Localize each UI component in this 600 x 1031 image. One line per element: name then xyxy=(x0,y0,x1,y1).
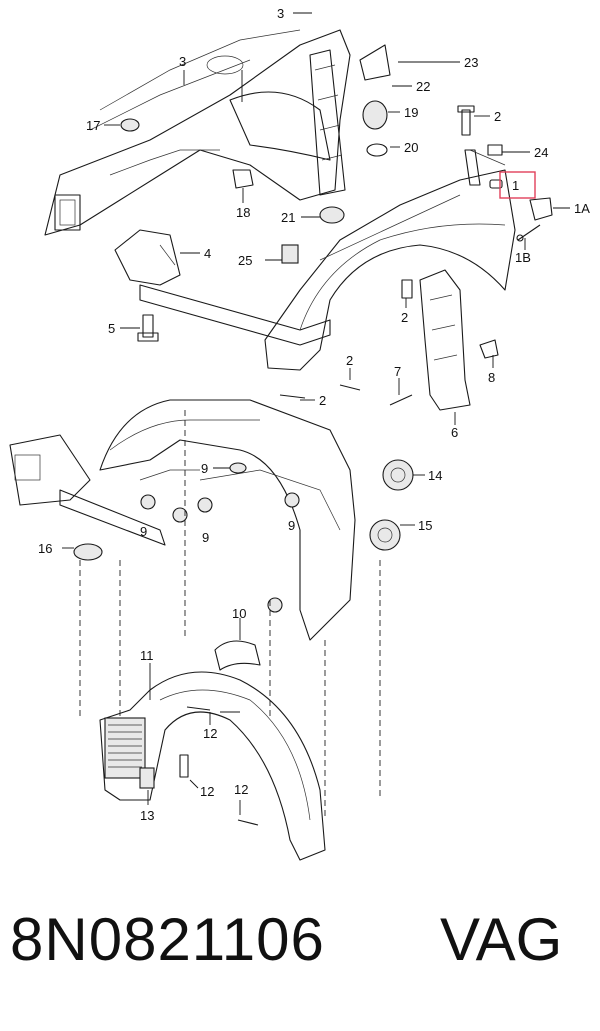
grommet-14 xyxy=(382,459,414,491)
callout-24: 24 xyxy=(534,145,548,160)
part-number: 8N0821106 xyxy=(10,906,325,973)
leader-lines xyxy=(62,12,570,815)
callout-20: 20 xyxy=(404,140,418,155)
callout-12-c: 12 xyxy=(234,782,248,797)
plug-21 xyxy=(319,206,345,224)
callout-13: 13 xyxy=(140,808,154,823)
callout-9-d: 9 xyxy=(288,518,295,533)
callout-9-b: 9 xyxy=(140,524,147,539)
callout-10: 10 xyxy=(232,606,246,621)
callout-11: 11 xyxy=(140,648,154,663)
callout-5: 5 xyxy=(108,321,115,336)
callout-17: 17 xyxy=(86,118,100,133)
callout-15: 15 xyxy=(418,518,432,533)
callout-2-mid: 2 xyxy=(401,310,408,325)
bolt-2-mid xyxy=(401,279,413,299)
screws-12 xyxy=(179,706,259,826)
callout-6: 6 xyxy=(451,425,458,440)
callout-22: 22 xyxy=(416,79,430,94)
parts-exploded-diagram: 1 1A 1B 2 2 2 2 2 3 3 4 5 6 7 8 9 9 9 9 … xyxy=(9,6,590,861)
callout-labels: 1 1A 1B 2 2 2 2 2 3 3 4 5 6 7 8 9 9 9 9 … xyxy=(38,6,590,823)
assembly-guide-lines xyxy=(79,410,381,820)
cover-22 xyxy=(359,44,391,81)
callout-16: 16 xyxy=(38,541,52,556)
callout-12-b: 12 xyxy=(200,784,214,799)
front-fender xyxy=(264,149,516,371)
bolt-5 xyxy=(137,314,159,342)
cap-19 xyxy=(362,100,388,130)
bolt-2-top xyxy=(457,105,475,136)
callout-9-c: 9 xyxy=(202,530,209,545)
bracket-1a xyxy=(529,197,553,221)
callout-18: 18 xyxy=(236,205,250,220)
callout-1b: 1B xyxy=(515,250,531,265)
callout-21: 21 xyxy=(281,210,295,225)
clip-13 xyxy=(139,767,155,789)
callout-8: 8 xyxy=(488,370,495,385)
callout-1a: 1A xyxy=(574,201,590,216)
callout-25: 25 xyxy=(238,253,252,268)
callout-14: 14 xyxy=(428,468,442,483)
nut-18 xyxy=(232,169,254,189)
wheel-housing-liner xyxy=(99,671,326,861)
wheel-arch-frame xyxy=(9,399,356,641)
callout-3-left: 3 xyxy=(179,54,186,69)
callout-2-low: 2 xyxy=(319,393,326,408)
callout-2-right: 2 xyxy=(346,353,353,368)
grommet-16 xyxy=(73,543,103,561)
callout-12-a: 12 xyxy=(203,726,217,741)
callout-4: 4 xyxy=(204,246,211,261)
callout-3-top: 3 xyxy=(277,6,284,21)
callout-19: 19 xyxy=(404,105,418,120)
screw-1b xyxy=(516,224,541,242)
bolt-2-lower xyxy=(279,384,361,399)
callout-2-top: 2 xyxy=(494,109,501,124)
clip-17 xyxy=(120,118,140,132)
grommet-20 xyxy=(366,143,388,157)
clips-9 xyxy=(140,462,300,613)
screw-7 xyxy=(389,394,413,406)
callout-9-a: 9 xyxy=(201,461,208,476)
front-body-frame xyxy=(44,29,351,236)
callout-23: 23 xyxy=(464,55,478,70)
highlight-box xyxy=(499,171,536,199)
brand-label: VAG xyxy=(440,906,563,973)
callout-1: 1 xyxy=(512,178,519,193)
fender-support-bracket xyxy=(419,269,471,411)
clip-8 xyxy=(479,339,499,359)
seal-10 xyxy=(214,640,261,671)
plate-24 xyxy=(487,144,503,156)
callout-7: 7 xyxy=(394,364,401,379)
clip-25 xyxy=(281,244,299,264)
grommet-15 xyxy=(369,519,401,551)
